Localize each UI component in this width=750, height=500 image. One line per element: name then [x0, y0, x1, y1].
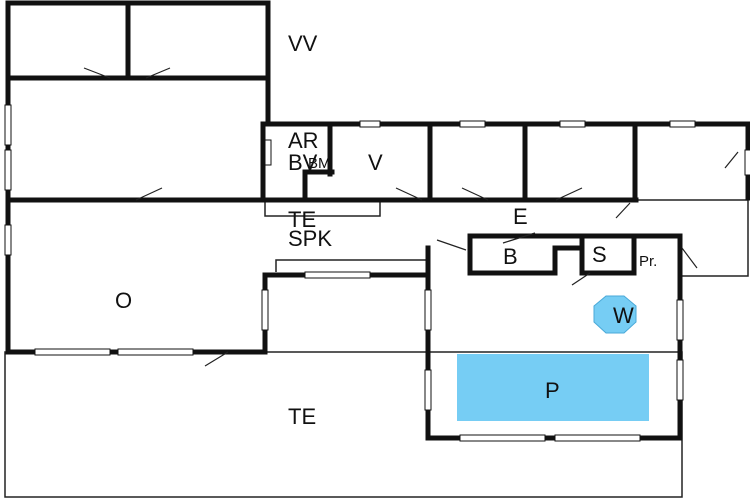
- label-te-bottom: TE: [288, 404, 316, 429]
- label-te-top: TE: [288, 207, 316, 232]
- windows: [4, 104, 750, 442]
- right-annex-outline: [636, 199, 749, 277]
- label-bv: BV: [288, 150, 318, 175]
- label-p: P: [545, 378, 560, 403]
- terrace-outlines: [4, 199, 749, 498]
- spk-step: [275, 259, 428, 272]
- label-s: S: [592, 242, 607, 267]
- label-w: W: [613, 303, 634, 328]
- label-v: V: [368, 150, 383, 175]
- pool: [457, 354, 649, 421]
- label-pr: Pr.: [639, 253, 657, 270]
- label-ar: AR: [288, 128, 319, 153]
- label-o: O: [115, 288, 132, 313]
- label-spk: SPK: [288, 226, 332, 251]
- door-swings: [83, 67, 739, 367]
- label-bm: BM: [308, 155, 331, 172]
- label-vv: VV: [288, 31, 318, 56]
- label-b: B: [503, 244, 518, 269]
- whirlpool: [593, 295, 637, 334]
- label-e: E: [513, 204, 528, 229]
